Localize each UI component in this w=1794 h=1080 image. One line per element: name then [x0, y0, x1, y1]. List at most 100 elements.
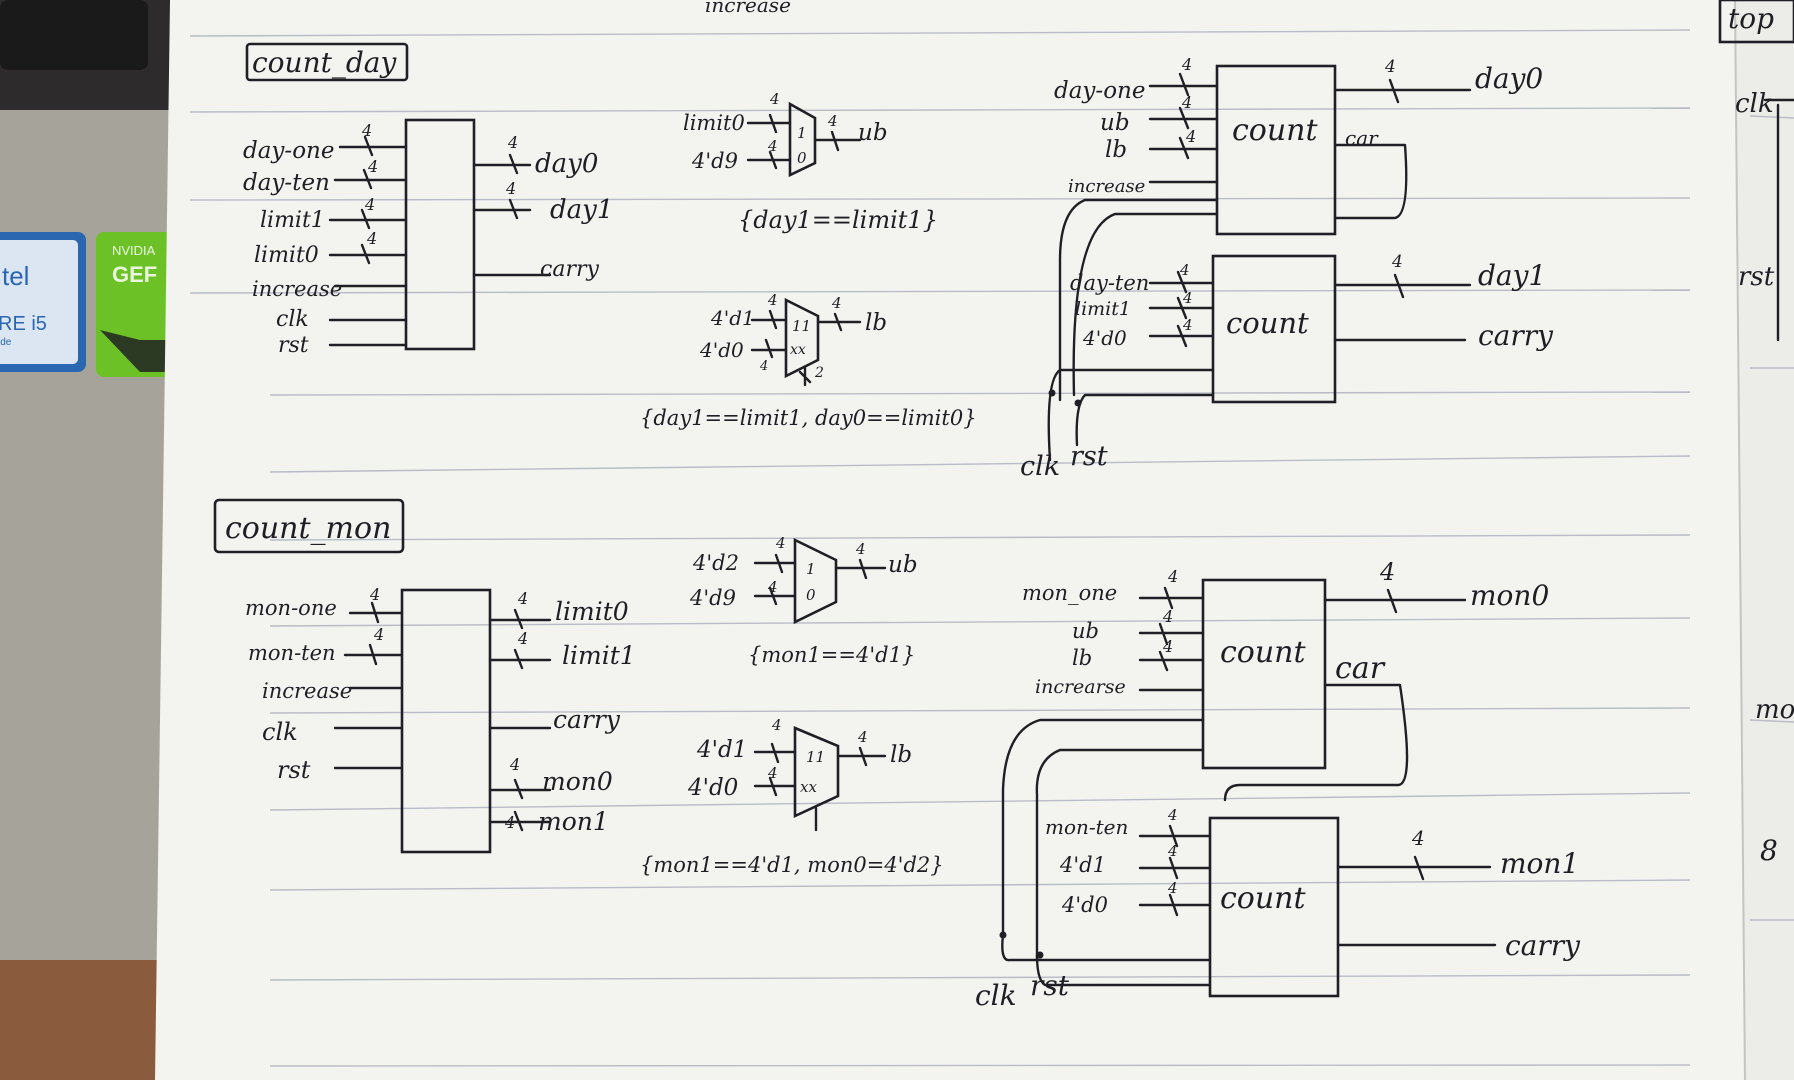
day-count-bottom: day-ten limit1 4'd0 4 4 4 count 4 day1 c…: [1020, 198, 1554, 482]
mon-count2-wout: 4: [1411, 826, 1425, 850]
day-mux1-shape: [788, 101, 817, 178]
day-mux1-out: ub: [858, 120, 888, 146]
mon-w-mon-one: 4: [369, 585, 380, 604]
day-mux1-w0: 4: [767, 137, 778, 155]
right-clk: clk: [1735, 89, 1774, 119]
day-mux1-in0: 4'd9: [691, 149, 738, 173]
day-count2-box: [1211, 254, 1337, 404]
mon-mux2-in0: 4'd0: [687, 775, 738, 801]
day-mux2-in0: 4'd0: [699, 338, 744, 362]
mon-count1-w2: 4: [1162, 607, 1173, 626]
mon-mux2-sel1: 11: [806, 748, 825, 766]
mon-count2-out-carry: carry: [1505, 929, 1581, 962]
day-count1-in-day-one: day-one: [1054, 78, 1145, 104]
mon-count2-out-mon1: mon1: [1500, 847, 1579, 880]
intel-inside-text: ide: [0, 337, 12, 348]
mon-mux1-w0: 4: [767, 578, 778, 596]
day-output-carry: carry: [540, 257, 599, 282]
day-input-increase: increase: [252, 277, 342, 301]
day-mux2-in1: 4'd1: [710, 306, 755, 330]
day-count2-w3: 4: [1182, 316, 1193, 334]
day-count1-w1: 4: [1181, 55, 1192, 74]
mon-w-limit1: 4: [517, 629, 528, 648]
day-count1-w2: 4: [1181, 93, 1192, 112]
mon-mux2-shape: [793, 726, 840, 819]
mon-count2-label: count: [1220, 881, 1307, 916]
mon-count2-in-4d1: 4'd1: [1059, 853, 1106, 877]
mon-output-mon0: mon0: [542, 767, 613, 796]
day-input-day-ten: day-ten: [243, 170, 330, 196]
day-mux2-shape: [784, 297, 820, 379]
mon-mux1-w1: 4: [775, 534, 786, 552]
day-input-clk: clk: [276, 307, 309, 332]
mon-count2-in-4d0: 4'd0: [1061, 893, 1108, 917]
day-count2-label: count: [1226, 306, 1309, 340]
nvidia-sticker: NVIDIA GEF: [96, 232, 180, 377]
mon-w-mon0: 4: [509, 755, 520, 774]
day-mux1-wout: 4: [827, 112, 838, 130]
day-mux2-cond: {day1==limit1, day0==limit0}: [640, 406, 977, 430]
day-clk-label: clk: [1020, 451, 1060, 482]
right-mo: mo: [1755, 695, 1794, 725]
day-mux2-w1: 4: [767, 291, 778, 309]
mon-mux2-in1: 4'd1: [696, 737, 747, 763]
day-w-day-ten: 4: [367, 157, 378, 176]
mon-count1-in-ub: ub: [1072, 619, 1099, 643]
day-w-limit1: 4: [364, 195, 375, 214]
mon-w-mon1: 4: [504, 813, 515, 832]
day-count1-wout: 4: [1384, 57, 1396, 77]
count-mon-module-box: [400, 588, 492, 854]
day-mux1-sel0: 0: [797, 149, 807, 167]
day-mux1-cond: {day1==limit1}: [738, 206, 938, 234]
mon-mux1-wout: 4: [855, 540, 866, 558]
mon-count-top: mon_one ub lb increarse 4 4 4 count 4 mo…: [1001, 558, 1549, 962]
intel-core-text: RE i5: [0, 313, 47, 335]
day-w-day-one: 4: [361, 121, 372, 140]
mon-count1-in-lb: lb: [1072, 646, 1092, 670]
mon-w-limit0: 4: [517, 589, 528, 608]
mon-count1-car: car: [1335, 651, 1386, 686]
mon-input-increase: increase: [262, 679, 352, 703]
count-mon-title-box: [213, 498, 405, 554]
day-count2-out-day1: day1: [1478, 259, 1546, 292]
mon-mux1-in0: 4'd9: [689, 586, 736, 610]
intel-sticker: tel RE i5 ide: [0, 232, 86, 372]
day-count1-out-day0: day0: [1475, 62, 1543, 95]
geforce-text: GEF: [112, 262, 157, 287]
day-w-day0: 4: [507, 133, 518, 152]
count-mon-section: count_mon mon-one mon-ten increase clk r…: [213, 498, 636, 854]
mon-mux2-cond: {mon1==4'd1, mon0=4'd2}: [640, 853, 944, 877]
day-output-day0: day0: [535, 149, 598, 179]
top-header-fragment: increase: [705, 0, 791, 17]
day-count1-car: car: [1345, 126, 1379, 150]
mon-mux2-w1: 4: [771, 716, 782, 734]
mon-mux1-in1: 4'd2: [692, 551, 739, 575]
day-count1-in-lb: lb: [1105, 137, 1127, 163]
day-mux1-w1: 4: [769, 90, 780, 108]
day-input-limit0: limit0: [254, 243, 319, 268]
day-count2-in-limit1: limit1: [1075, 298, 1131, 320]
next-page: [1735, 0, 1794, 1080]
mon-mux-lb: 4'd1 4'd0 4 4 11 xx 4 lb {mon1==4'd1, mo…: [640, 716, 944, 877]
mon-mux2-w0: 4: [767, 764, 778, 782]
day-mux2-sel1: 11: [792, 317, 811, 335]
day-count2-in-day-ten: day-ten: [1070, 271, 1149, 295]
intel-logo-text: tel: [2, 261, 29, 291]
mon-mux2-out: lb: [890, 742, 912, 768]
mon-mux1-cond: {mon1==4'd1}: [748, 643, 915, 667]
mon-count2-w3: 4: [1167, 879, 1178, 897]
mon-count1-wout: 4: [1379, 558, 1395, 586]
day-mux2-wout: 4: [831, 294, 842, 312]
mon-mux1-out: ub: [888, 552, 918, 578]
mon-mux2-wout: 4: [857, 728, 868, 746]
count-mon-title: count_mon: [225, 511, 391, 546]
day-count1-in-ub: ub: [1100, 110, 1130, 136]
day-count1-w3: 4: [1185, 127, 1196, 146]
mon-input-clk: clk: [262, 718, 298, 746]
day-count2-w1: 4: [1179, 261, 1190, 279]
count-day-section: count_day day-one day-ten limit1 limit0 …: [243, 42, 613, 358]
count-day-module-box: [404, 118, 476, 351]
ruled-lines: [189, 29, 1794, 1067]
top-title-box: [1718, 0, 1794, 44]
mon-input-mon-one: mon-one: [245, 596, 337, 620]
